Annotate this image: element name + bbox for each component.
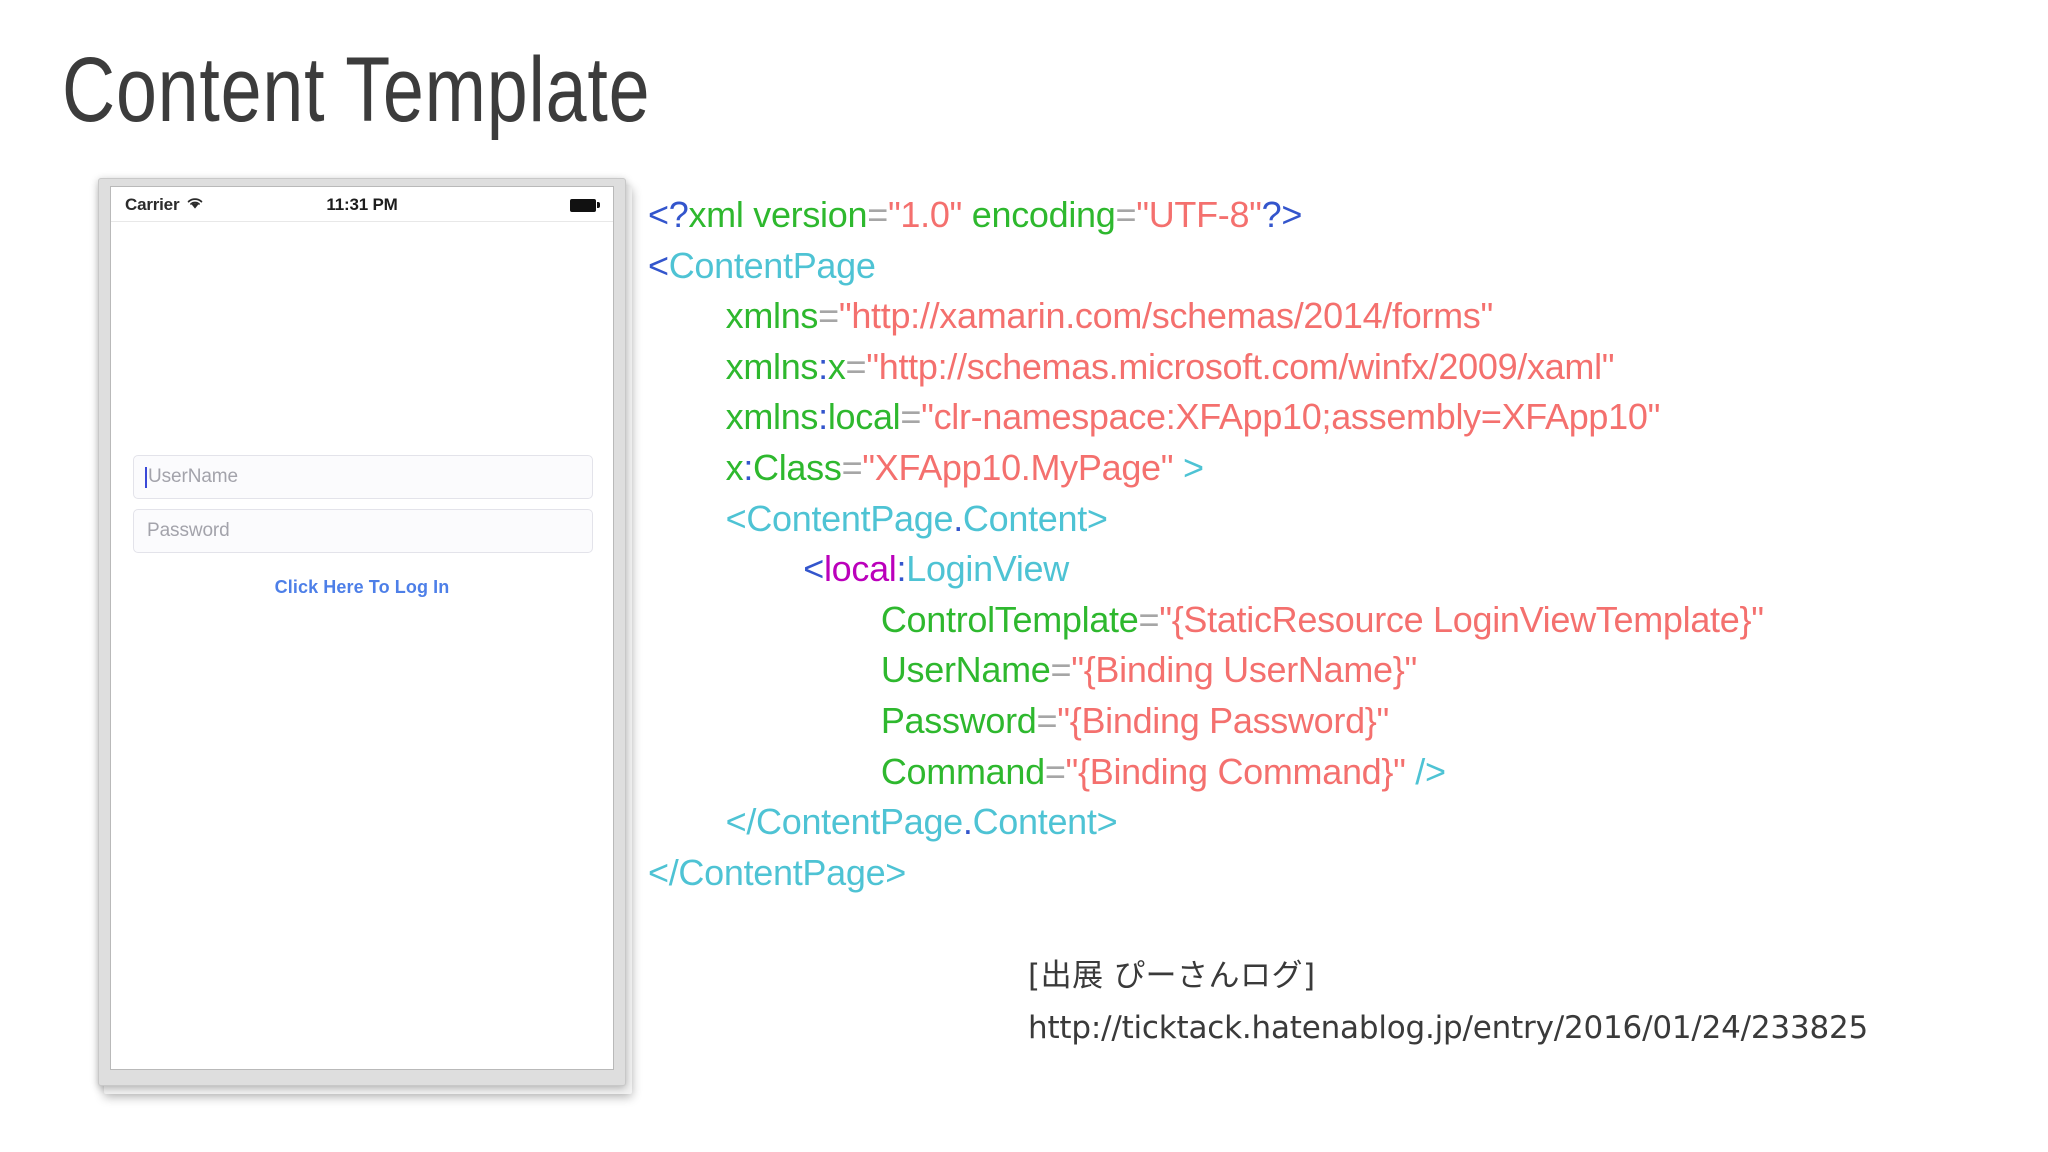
code-token: "http://xamarin.com/schemas/2014/forms" [838, 295, 1493, 337]
attribution: [出展 ぴーさんログ] http://ticktack.hatenablog.j… [1028, 950, 1868, 1054]
code-token: "{Binding Command}" [1065, 750, 1406, 792]
code-line: <local:LoginView [648, 544, 2048, 595]
code-token: /> [1405, 750, 1446, 792]
code-token: Command [648, 750, 1045, 792]
code-token: "clr-namespace:XFApp10;assembly=XFApp10" [921, 396, 1661, 438]
code-token: > [1173, 446, 1204, 488]
code-line: ControlTemplate="{StaticResource LoginVi… [648, 595, 2048, 646]
password-placeholder: Password [147, 520, 230, 541]
username-placeholder: UserName [148, 466, 238, 487]
code-token: local [827, 396, 901, 438]
code-token: ControlTemplate [648, 598, 1139, 640]
battery-full-icon [570, 198, 600, 212]
iphone-simulator: Carrier 11:31 PM UserName [98, 178, 638, 1098]
code-token: Content> [972, 801, 1118, 843]
code-token: = [845, 345, 867, 387]
username-input[interactable]: UserName [133, 455, 593, 499]
code-line: <ContentPage [648, 241, 2048, 292]
code-token: x [648, 446, 744, 488]
code-token: = [1050, 649, 1072, 691]
login-button[interactable]: Click Here To Log In [274, 577, 450, 597]
status-bar-time: 11:31 PM [326, 195, 398, 214]
code-token: ContentPage [668, 244, 876, 286]
code-token: = [900, 396, 922, 438]
phone-screen: Carrier 11:31 PM UserName [110, 186, 614, 1070]
code-line: Command="{Binding Command}" /> [648, 747, 2048, 798]
code-token: xmlns [648, 345, 819, 387]
code-token: "UTF-8" [1136, 194, 1262, 235]
attribution-url: http://ticktack.hatenablog.jp/entry/2016… [1028, 1010, 1869, 1046]
carrier-label: Carrier [125, 195, 180, 214]
code-token: Content> [962, 497, 1108, 539]
code-token: = [841, 446, 863, 488]
code-token: "{Binding Password}" [1057, 699, 1390, 741]
wifi-icon [186, 196, 204, 215]
login-view: UserName Password Click Here To Log In [111, 187, 613, 1069]
code-token: "1.0" [887, 194, 963, 235]
code-line: </ContentPage> [648, 848, 2048, 899]
code-token: x [827, 345, 846, 387]
xaml-code-block: <?xml version="1.0" encoding="UTF-8"?><C… [648, 190, 2048, 898]
page-title: Content Template [62, 39, 651, 141]
code-token: <? [648, 194, 689, 235]
attribution-source: [出展 ぴーさんログ] [1028, 958, 1316, 994]
code-token: LoginView [906, 548, 1069, 590]
code-token: Class [753, 446, 842, 488]
code-token: < [648, 548, 824, 590]
code-token: <ContentPage [648, 497, 954, 539]
code-token: "XFApp10.MyPage" [862, 446, 1174, 488]
code-line: <ContentPage.Content> [648, 494, 2048, 545]
code-token: "{StaticResource LoginViewTemplate}" [1159, 598, 1764, 640]
code-token: "{Binding UserName}" [1071, 649, 1417, 691]
code-line: xmlns:x="http://schemas.microsoft.com/wi… [648, 342, 2048, 393]
code-line: xmlns:local="clr-namespace:XFApp10;assem… [648, 392, 2048, 443]
code-token: < [648, 244, 669, 286]
code-line: Password="{Binding Password}" [648, 696, 2048, 747]
code-token: encoding [962, 194, 1116, 235]
code-line: <?xml version="1.0" encoding="UTF-8"?> [648, 190, 2048, 241]
code-line: x:Class="XFApp10.MyPage" > [648, 443, 2048, 494]
code-token: : [818, 345, 828, 387]
text-caret [145, 466, 147, 488]
code-token: local [823, 548, 897, 590]
code-line: UserName="{Binding UserName}" [648, 645, 2048, 696]
code-token: </ContentPage> [648, 851, 907, 893]
code-token: = [1138, 598, 1160, 640]
code-token: UserName [648, 649, 1051, 691]
code-token: xmlns [648, 295, 819, 337]
code-token: = [1115, 194, 1137, 235]
code-token: = [818, 295, 839, 337]
code-token: = [1036, 699, 1058, 741]
code-token: ?> [1261, 194, 1303, 235]
code-token: Password [648, 699, 1037, 741]
code-token: : [818, 396, 828, 438]
code-token: . [962, 801, 973, 843]
code-token: = [1044, 750, 1066, 792]
code-token: : [743, 446, 754, 488]
status-bar-left: Carrier [125, 195, 204, 215]
code-token: </ContentPage [648, 801, 964, 843]
code-token: : [896, 548, 907, 590]
code-token: "http://schemas.microsoft.com/winfx/2009… [866, 345, 1615, 387]
code-line: xmlns="http://xamarin.com/schemas/2014/f… [648, 291, 2048, 342]
code-line: </ContentPage.Content> [648, 797, 2048, 848]
code-token: xmlns [648, 396, 819, 438]
password-input[interactable]: Password [133, 509, 593, 553]
status-bar: Carrier 11:31 PM [111, 187, 613, 222]
code-token: . [953, 497, 963, 539]
code-token: = [867, 194, 888, 235]
code-token: xml version [688, 194, 868, 235]
